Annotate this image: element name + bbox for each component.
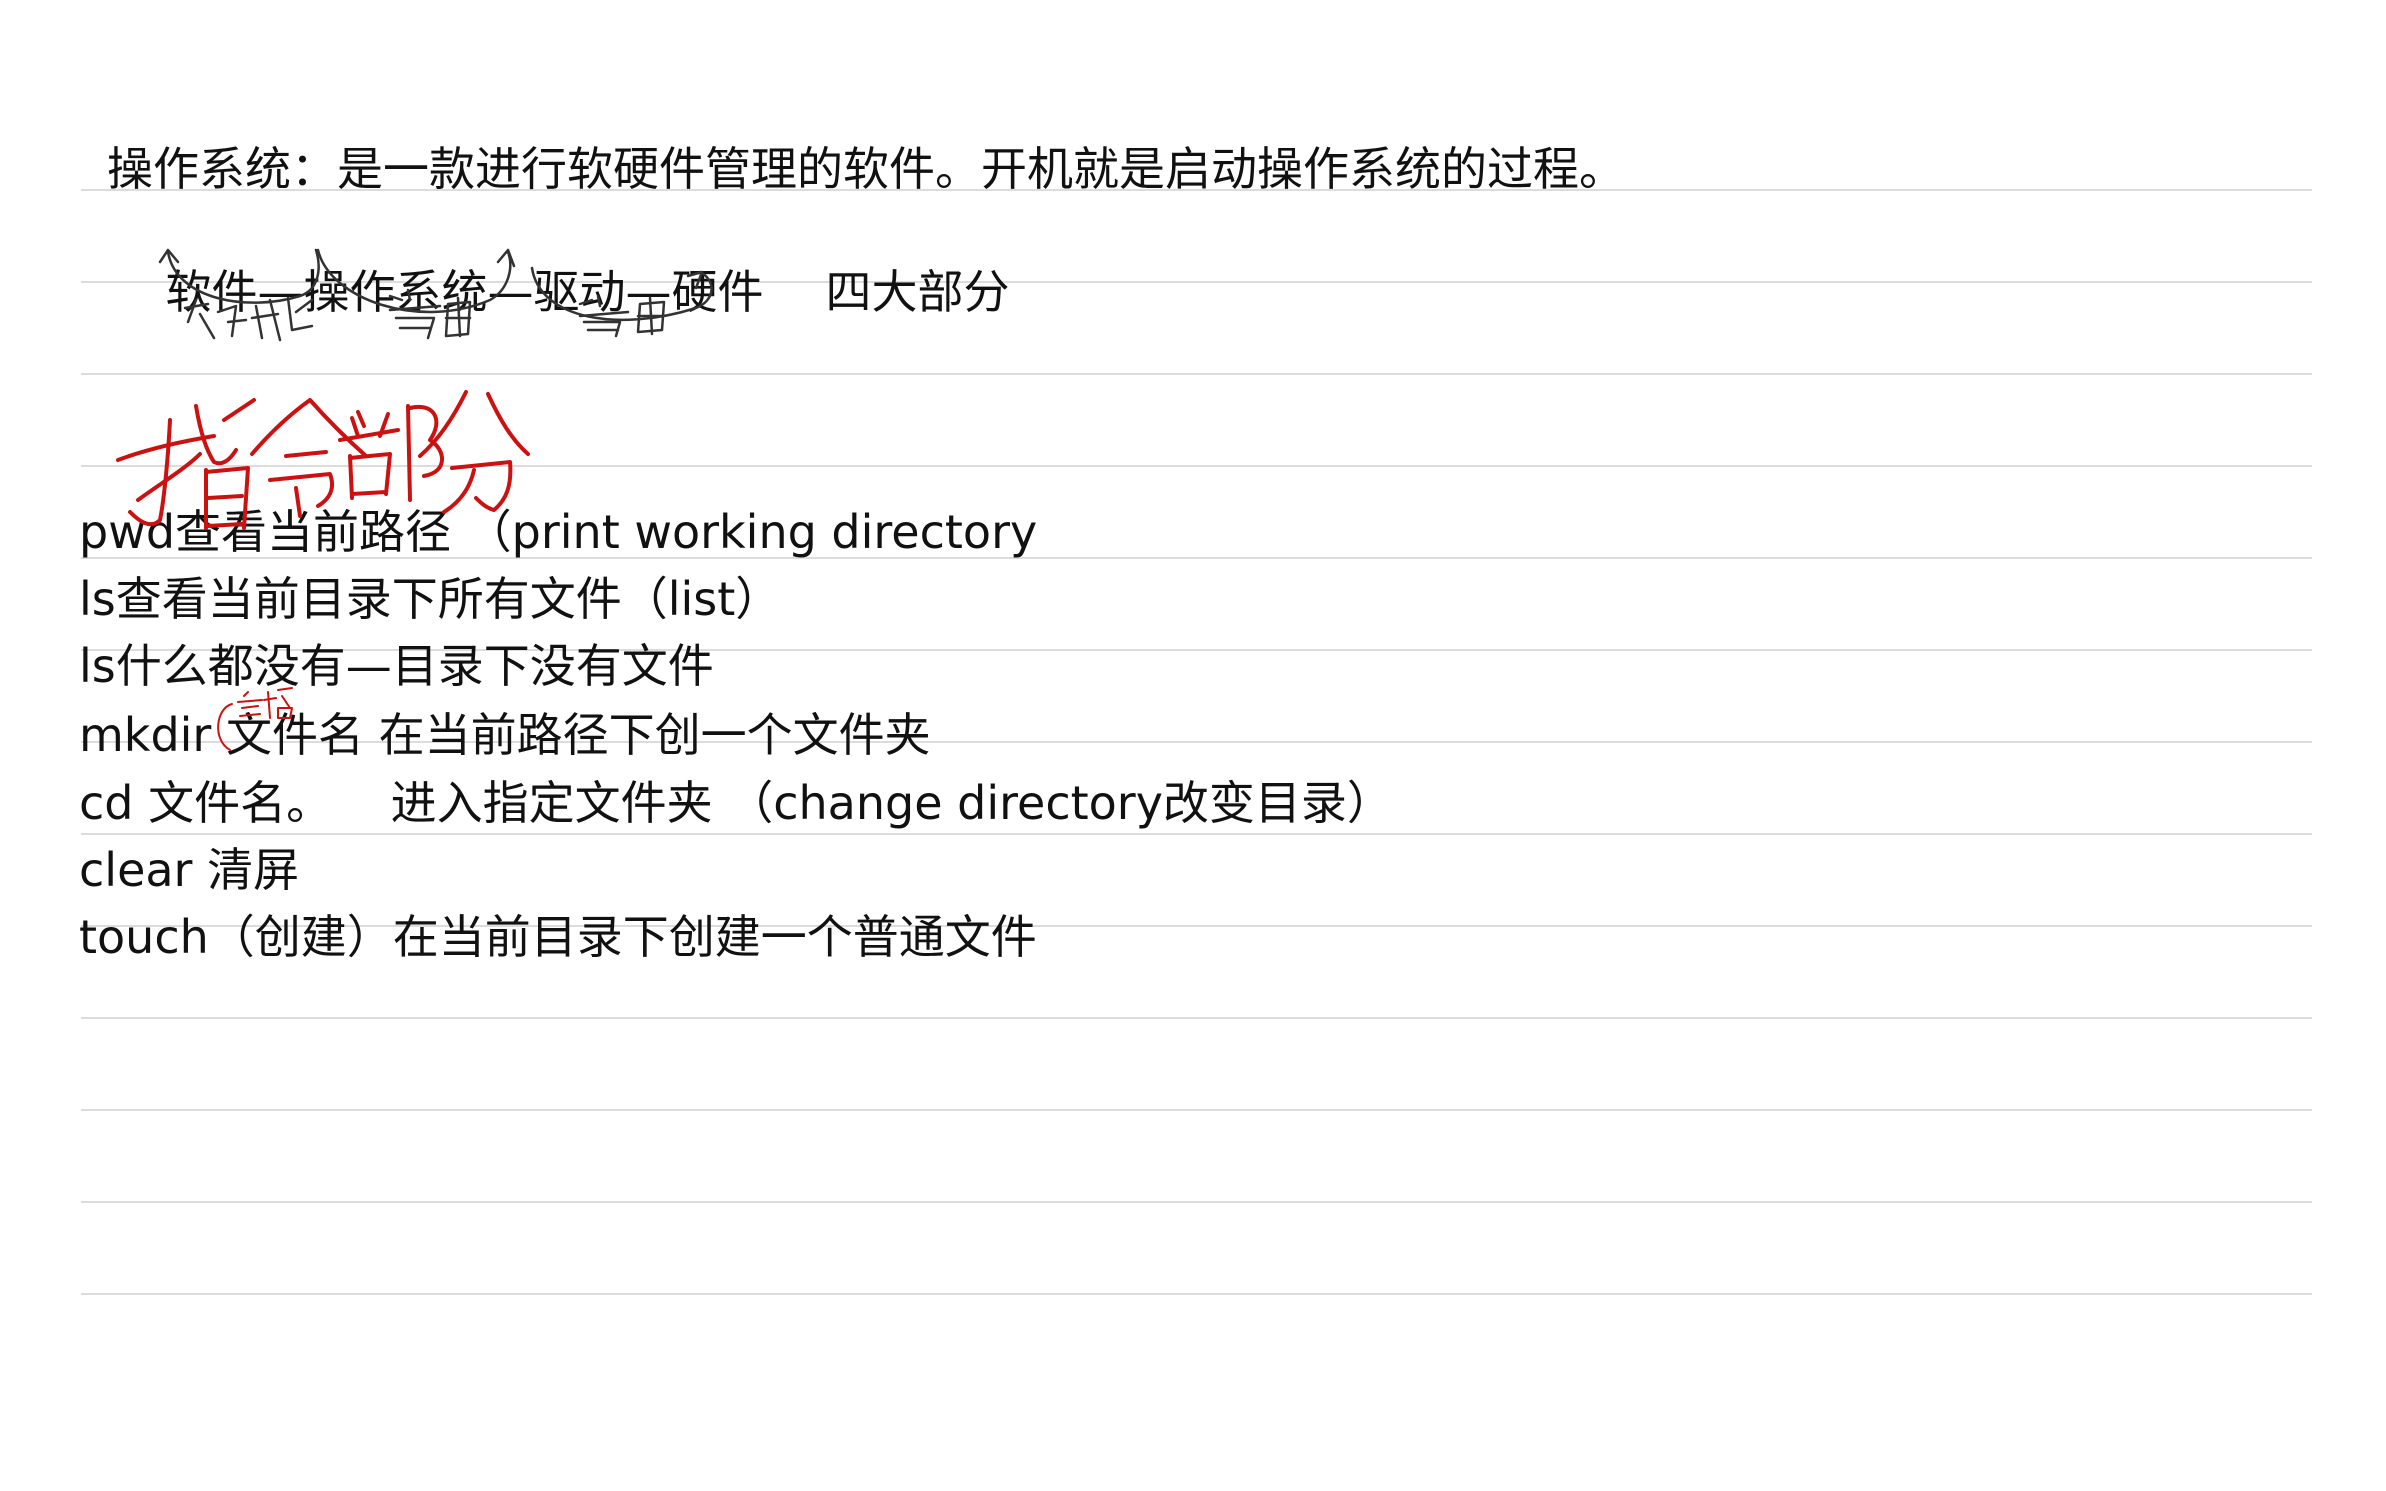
ruled-line bbox=[81, 281, 2312, 283]
ruled-line bbox=[81, 649, 2312, 651]
handwriting-stroke bbox=[406, 404, 444, 502]
ruled-line bbox=[81, 465, 2312, 467]
handwriting-stroke bbox=[450, 460, 513, 512]
handwriting-stroke bbox=[284, 450, 328, 458]
command-line: mkdir 文件名 在当前路径下创一个文件夹 bbox=[79, 708, 931, 762]
command-line: ls查看当前目录下所有文件（list） bbox=[79, 572, 782, 626]
layers-line: 软件—操作系统—驱动—硬件 四大部分 bbox=[107, 208, 1010, 376]
handwriting-stroke bbox=[194, 404, 238, 466]
handwriting-stroke bbox=[222, 398, 256, 422]
ruled-line bbox=[81, 925, 2312, 927]
command-line: cd 文件名。 进入指定文件夹 （change directory改变目录） bbox=[79, 776, 1393, 830]
ruled-line bbox=[81, 1109, 2312, 1111]
layers-suffix: 四大部分 bbox=[825, 265, 1010, 319]
command-line: touch（创建）在当前目录下创建一个普通文件 bbox=[79, 910, 1037, 964]
handwriting-stroke bbox=[268, 472, 335, 508]
handwriting-stroke bbox=[486, 392, 530, 456]
ruled-line bbox=[81, 1201, 2312, 1203]
ruled-line bbox=[81, 189, 2312, 191]
handwriting-stroke bbox=[418, 390, 468, 458]
handwriting-stroke bbox=[136, 452, 202, 502]
command-line: ls什么都没有—目录下没有文件 bbox=[79, 639, 714, 693]
intro-line: 操作系统：是一款进行软硬件管理的软件。开机就是启动操作系统的过程。 bbox=[107, 142, 1625, 196]
command-line: clear 清屏 bbox=[79, 843, 300, 897]
ruled-line bbox=[81, 1293, 2312, 1295]
ruled-line bbox=[81, 741, 2312, 743]
ruled-line bbox=[81, 833, 2312, 835]
ruled-line bbox=[81, 557, 2312, 559]
command-line: pwd查看当前路径 （print working directory bbox=[79, 505, 1038, 559]
layers-chain: 软件—操作系统—驱动—硬件 bbox=[165, 265, 764, 319]
ruled-line bbox=[81, 1017, 2312, 1019]
handwriting-stroke bbox=[250, 398, 368, 458]
handwriting-stroke bbox=[348, 452, 392, 500]
handwriting-stroke bbox=[338, 410, 400, 442]
handwriting-stroke bbox=[116, 434, 216, 462]
ruled-line bbox=[81, 373, 2312, 375]
